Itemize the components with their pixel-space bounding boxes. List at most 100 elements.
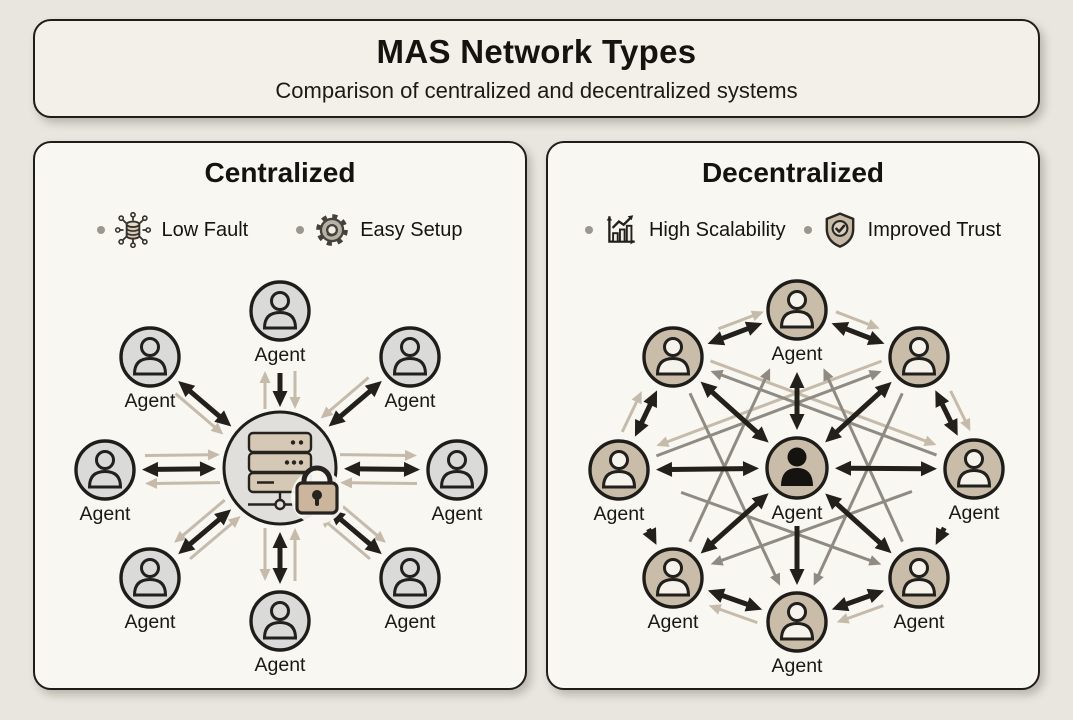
arrowhead — [339, 477, 353, 489]
edge-arrow — [688, 392, 781, 586]
person-icon — [779, 602, 815, 641]
feature-item: High Scalability — [584, 211, 786, 249]
arrowhead — [920, 461, 938, 477]
arrowhead — [700, 381, 718, 398]
edge-arrow — [708, 604, 758, 625]
edge-arrow — [634, 390, 658, 437]
arrowhead — [874, 536, 892, 554]
agent-label: Agent — [80, 503, 132, 525]
agent-circle — [588, 439, 650, 501]
arrowhead — [750, 310, 764, 321]
agent-node: Agent — [642, 547, 704, 633]
edge-arrow — [259, 528, 271, 581]
person-solid-icon — [781, 447, 813, 486]
edge-arrow — [328, 381, 382, 427]
edge-arrow — [935, 526, 950, 545]
bullet-dot — [296, 226, 305, 234]
agent-node: Agent — [588, 439, 650, 525]
person-icon — [262, 601, 298, 640]
agent-label: Agent — [125, 611, 177, 633]
arrowhead — [364, 381, 382, 398]
arrowhead — [823, 368, 834, 382]
arrowhead — [373, 530, 386, 543]
panel-heading-decentralized: Decentralized — [701, 157, 885, 188]
arrowhead — [866, 319, 880, 330]
feature-item: Easy Setup — [296, 211, 463, 249]
edge-arrow — [339, 477, 418, 489]
person-icon — [392, 558, 428, 597]
feature-label: High Scalability — [648, 218, 786, 241]
arrowhead — [328, 410, 346, 427]
arrowhead — [789, 569, 805, 585]
agent-circle — [765, 436, 829, 500]
arrowhead — [655, 461, 673, 477]
features-centralized: Low Fault Easy Setup — [35, 211, 525, 249]
arrowhead — [935, 390, 950, 408]
edge-arrow — [825, 493, 892, 554]
person-icon — [956, 449, 992, 488]
arrowhead — [343, 461, 361, 477]
title-box: MAS Network Types Comparison of centrali… — [33, 19, 1040, 118]
arrowhead — [642, 527, 657, 545]
arrowhead — [174, 530, 187, 543]
edge-arrow — [836, 604, 884, 624]
arrowhead — [272, 391, 288, 407]
edge-arrow — [656, 359, 883, 447]
arrowhead — [707, 588, 726, 603]
edge-arrow — [700, 381, 769, 443]
arrowhead — [874, 381, 892, 399]
agent-circle — [642, 547, 704, 609]
arrowhead — [403, 461, 421, 477]
arrowhead — [744, 321, 763, 336]
edge-arrow — [319, 516, 371, 561]
subtitle: Comparison of centralized and decentrali… — [275, 78, 798, 103]
agent-circle — [766, 279, 828, 341]
arrowhead — [769, 572, 781, 586]
arrowhead — [404, 449, 418, 461]
agent-label: Agent — [385, 611, 437, 633]
agent-node: Agent — [249, 590, 311, 676]
edge-arrow — [949, 390, 971, 432]
agent-circle — [943, 438, 1005, 500]
edge-arrow — [328, 509, 382, 555]
agent-circle — [642, 326, 704, 388]
edge-arrow — [272, 373, 288, 407]
edge-arrow — [789, 372, 805, 430]
bullet-dot — [97, 226, 106, 234]
arrowhead — [708, 604, 722, 615]
arrowhead — [259, 569, 271, 581]
arrowhead — [320, 406, 334, 419]
person-icon — [132, 337, 168, 376]
edge-arrow — [835, 310, 880, 330]
person-icon — [901, 558, 937, 597]
server-icon — [247, 431, 313, 511]
arrowhead — [813, 572, 824, 586]
agent-node: Agent — [379, 547, 441, 633]
edge-arrow — [710, 490, 913, 566]
edge-arrow — [935, 390, 958, 436]
agent-label: Agent — [772, 502, 824, 524]
arrowhead — [831, 596, 850, 612]
arrowhead — [631, 391, 642, 405]
arrowhead — [272, 568, 288, 584]
person-icon — [87, 450, 123, 489]
agent-circle — [426, 439, 488, 501]
edge-arrow — [813, 392, 904, 586]
arrowhead — [868, 555, 882, 566]
arrowhead — [227, 516, 241, 528]
arrowhead — [199, 461, 217, 477]
agent-circle — [249, 590, 311, 652]
edge-arrow — [178, 381, 232, 427]
growth-chart-icon — [602, 211, 640, 249]
arrowhead — [144, 477, 158, 489]
agent-node: Agent — [379, 326, 441, 412]
agent-circle — [888, 326, 950, 388]
arrowhead — [259, 371, 271, 383]
edge-arrow — [620, 391, 642, 433]
arrowhead — [178, 381, 196, 398]
edge-arrow — [655, 370, 882, 458]
shield-check-icon — [821, 211, 859, 249]
arrowhead — [836, 613, 850, 624]
feature-label: Easy Setup — [360, 218, 463, 241]
